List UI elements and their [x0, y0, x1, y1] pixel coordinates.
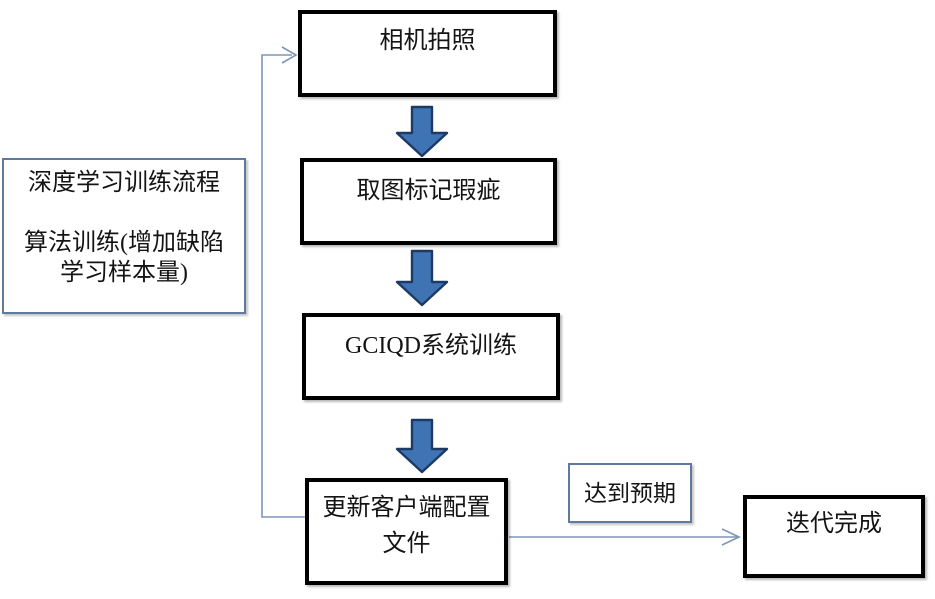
step-update-client-config: 更新客户端配置 文件	[305, 478, 508, 585]
result-arrowhead-icon	[721, 528, 741, 546]
feedback-connector-line	[261, 54, 305, 518]
step-gciqd-system-training: GCIQD系统训练	[302, 313, 560, 400]
step-capture-mark-defects: 取图标记瑕疵	[300, 158, 557, 245]
down-block-arrow-1-icon	[395, 105, 449, 158]
node-iteration-complete: 迭代完成	[743, 495, 925, 578]
label-expectation-met: 达到预期	[568, 463, 692, 523]
note-deep-learning-process: 深度学习训练流程 算法训练(增加缺陷 学习样本量)	[2, 158, 246, 314]
down-block-arrow-2-icon	[395, 249, 449, 307]
step-camera-capture: 相机拍照	[298, 10, 557, 97]
feedback-arrowhead-icon	[281, 46, 298, 64]
down-block-arrow-3-icon	[395, 418, 449, 474]
